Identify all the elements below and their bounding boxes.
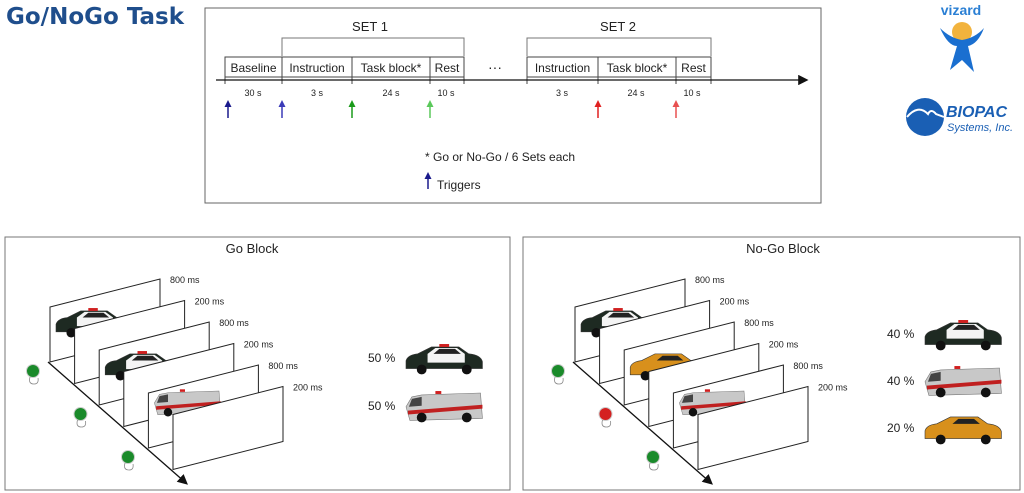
biopac-logo: BIOPAC Systems, Inc.: [906, 98, 1013, 136]
timeline-segment: Instruction: [526, 56, 599, 84]
trigger-arrow-icon: [224, 100, 232, 118]
trigger-legend-arrow-icon: [424, 172, 432, 189]
timeline-segment: Task block*: [597, 56, 677, 84]
biopac-logo-text: BIOPAC: [946, 104, 1007, 121]
duration-label: 24 s: [627, 88, 645, 98]
ellipsis: ···: [488, 59, 502, 75]
duration-label: 200 ms: [244, 340, 274, 350]
timeline-segment: Rest: [429, 56, 465, 84]
nogo-block-panel: No-Go Block 800 ms 200 ms 800 ms 200 ms 800 m…: [522, 236, 1021, 491]
ambulance-car-image: [405, 391, 483, 423]
duration-label: 30 s: [244, 88, 262, 98]
set-2-label: SET 2: [600, 19, 636, 34]
proportion-label: 50 %: [368, 351, 396, 365]
vizard-logo-text: vizard: [941, 2, 981, 18]
duration-label: 200 ms: [195, 297, 225, 307]
segment-label: Task block*: [361, 61, 422, 75]
duration-label: 200 ms: [818, 383, 848, 393]
police-car-image: [924, 320, 1002, 351]
trigger-arrow-icon: [426, 100, 434, 118]
stimulus-frame: [172, 385, 284, 471]
block-title: Go Block: [226, 241, 279, 256]
set-1-label: SET 1: [352, 19, 388, 34]
duration-label: 800 ms: [219, 318, 249, 328]
trigger-legend-label: Triggers: [437, 178, 481, 192]
set-1-bracket: [281, 37, 465, 56]
duration-label: 3 s: [311, 88, 324, 98]
note-text: * Go or No-Go / 6 Sets each: [425, 150, 575, 164]
page-title: Go/NoGo Task: [6, 4, 185, 30]
duration-label: 24 s: [382, 88, 400, 98]
proportion-label: 40 %: [887, 374, 915, 388]
segment-label: Task block*: [607, 61, 668, 75]
police-car-image: [405, 344, 483, 375]
duration-label: 200 ms: [293, 383, 323, 393]
nogo-button-icon: [598, 407, 613, 428]
duration-label: 800 ms: [170, 275, 200, 285]
trigger-arrow-icon: [594, 100, 602, 118]
segment-label: Baseline: [230, 61, 276, 75]
duration-label: 800 ms: [268, 361, 298, 371]
duration-label: 800 ms: [793, 361, 823, 371]
go-button-icon: [73, 407, 88, 428]
set-2-bracket: [526, 37, 712, 56]
vizard-logo: vizard: [940, 2, 984, 72]
ambulance-car-image: [924, 366, 1002, 398]
duration-label: 800 ms: [744, 318, 774, 328]
duration-label: 3 s: [556, 88, 569, 98]
duration-label: 200 ms: [720, 297, 750, 307]
duration-label: 800 ms: [695, 275, 725, 285]
segment-label: Instruction: [535, 61, 590, 75]
taxi-car-image: [924, 416, 1002, 445]
go-button-icon: [121, 450, 135, 471]
time-arrow: [572, 361, 713, 485]
duration-label: 200 ms: [769, 340, 799, 350]
proportion-label: 20 %: [887, 421, 915, 435]
block-title: No-Go Block: [746, 241, 820, 256]
duration-label: 10 s: [437, 88, 455, 98]
segment-label: Rest: [435, 61, 460, 75]
duration-label: 10 s: [683, 88, 701, 98]
go-button-icon: [646, 450, 660, 471]
proportion-label: 40 %: [887, 327, 915, 341]
segment-label: Instruction: [289, 61, 344, 75]
trigger-arrow-icon: [348, 100, 356, 118]
trigger-arrow-icon: [672, 100, 680, 118]
timeline-panel: SET 1 SET 2 Baseline Instruction Task bloc…: [204, 7, 822, 204]
biopac-logo-subtext: Systems, Inc.: [947, 122, 1013, 134]
segment-label: Rest: [681, 61, 706, 75]
timeline-segment: Rest: [675, 56, 712, 84]
go-button-icon: [26, 364, 40, 385]
go-block-panel: Go Block 800 ms 200 ms 800 ms 200 ms 800 ms 20…: [4, 236, 511, 491]
time-arrow: [47, 361, 188, 485]
stimulus-frame: [697, 385, 809, 471]
timeline-segment: Instruction: [281, 56, 353, 84]
trigger-arrow-icon: [278, 100, 286, 118]
go-button-icon: [551, 364, 565, 385]
proportion-label: 50 %: [368, 399, 396, 413]
